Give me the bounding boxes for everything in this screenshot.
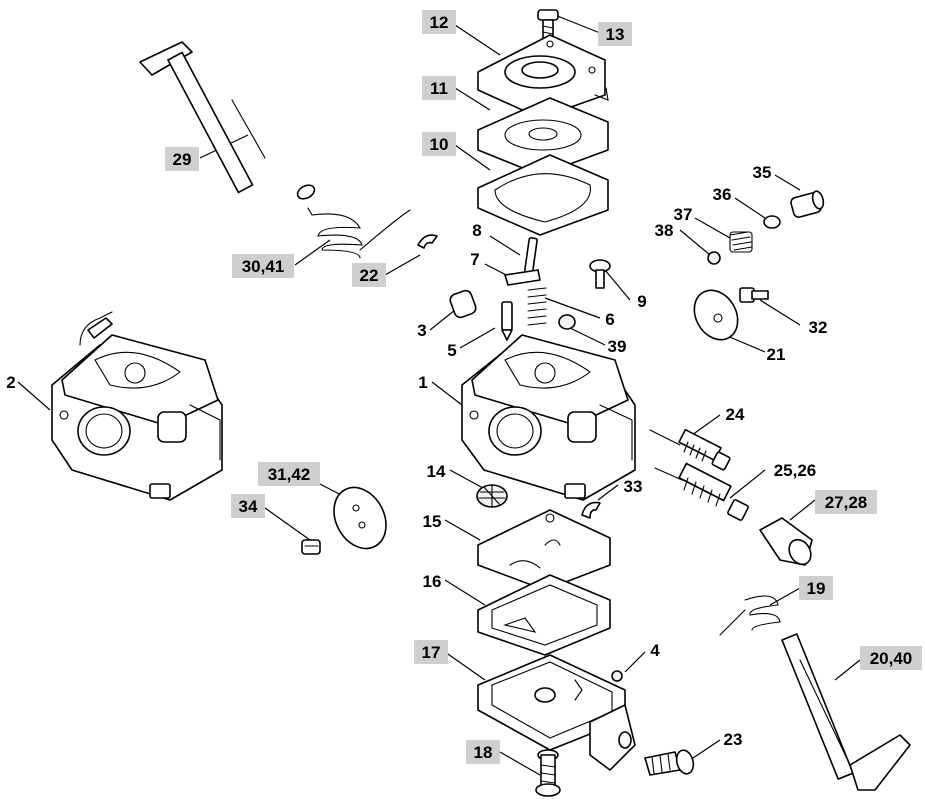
callout-34: 34 (239, 497, 258, 516)
part-27-28-limiter-cap (759, 517, 813, 566)
part-33-clip (581, 501, 601, 519)
callout-22: 22 (360, 266, 379, 285)
callout-9: 9 (637, 292, 646, 311)
callout-14: 14 (427, 462, 446, 481)
part-8-pin (523, 237, 538, 274)
callouts: 12 13 11 10 29 35 36 37 38 8 7 9 30,41 2… (6, 10, 922, 764)
part-35-plug (790, 190, 825, 218)
callout-36: 36 (713, 185, 732, 204)
callout-6: 6 (605, 310, 614, 329)
callout-18: 18 (474, 743, 493, 762)
part-32-screw (739, 287, 769, 303)
callout-8: 8 (472, 221, 481, 240)
part-3-plug (449, 289, 477, 319)
callout-37: 37 (674, 205, 693, 224)
callout-15: 15 (423, 512, 442, 531)
part-15-gasket (477, 509, 611, 591)
callout-29: 29 (173, 150, 192, 169)
callout-19: 19 (807, 579, 826, 598)
part-16-metering-diaphragm (477, 574, 611, 656)
part-14-fuel-screen (476, 484, 508, 508)
callout-20-40: 20,40 (870, 649, 913, 668)
part-20-40-choke-shaft (781, 633, 911, 791)
callout-25-26: 25,26 (774, 461, 817, 480)
part-13-screw (537, 9, 559, 43)
callout-5: 5 (447, 341, 456, 360)
callout-17: 17 (422, 643, 441, 662)
part-17-metering-cover (477, 654, 636, 771)
part-12-pump-cover (477, 34, 609, 119)
callout-16: 16 (423, 572, 442, 591)
part-7-inlet-lever (504, 269, 541, 286)
callout-11: 11 (430, 79, 448, 98)
part-38-strainer (707, 251, 721, 265)
part-39-plug (558, 314, 576, 330)
part-4-ball (611, 670, 623, 682)
callout-33: 33 (624, 477, 643, 496)
part-1-carburetor-body (461, 334, 636, 501)
part-2-carburetor-assembly (51, 311, 223, 501)
part-29-throttle-shaft (139, 41, 316, 200)
part-34-screw (301, 539, 321, 555)
callout-32: 32 (809, 318, 828, 337)
part-9-screw (589, 259, 611, 289)
callout-35: 35 (753, 163, 772, 182)
part-19-spring (719, 595, 781, 636)
callout-2: 2 (6, 373, 15, 392)
part-6-spring (527, 287, 547, 326)
callout-23: 23 (724, 730, 743, 749)
callout-12: 12 (430, 13, 449, 32)
part-36-o-ring (763, 215, 781, 229)
part-37-spring (729, 231, 753, 253)
callout-4: 4 (650, 641, 660, 660)
part-25-26-adjusting-screw (654, 462, 749, 521)
callout-3: 3 (417, 321, 426, 340)
callout-21: 21 (767, 345, 786, 364)
callout-10: 10 (430, 135, 449, 154)
part-5-inlet-needle (501, 301, 513, 341)
part-31-42-throttle-plate (333, 486, 387, 550)
callout-31-42: 31,42 (268, 465, 311, 484)
part-22-e-clip (417, 234, 438, 249)
callout-13: 13 (606, 25, 625, 44)
part-21-valve-plate (693, 289, 739, 341)
callout-27-28: 27,28 (825, 493, 868, 512)
callout-38: 38 (655, 221, 674, 240)
callout-1: 1 (418, 373, 427, 392)
part-11-pump-diaphragm (477, 97, 609, 176)
callout-7: 7 (470, 250, 479, 269)
callout-39: 39 (608, 337, 627, 356)
callout-24: 24 (726, 405, 745, 424)
part-23-idle-screw (644, 749, 695, 776)
callout-30-41: 30,41 (242, 257, 285, 276)
part-18-screw (535, 749, 561, 797)
part-10-gasket (477, 154, 609, 236)
part-30-41-torsion-spring (307, 207, 411, 259)
part-24-adjusting-screw (649, 428, 731, 471)
